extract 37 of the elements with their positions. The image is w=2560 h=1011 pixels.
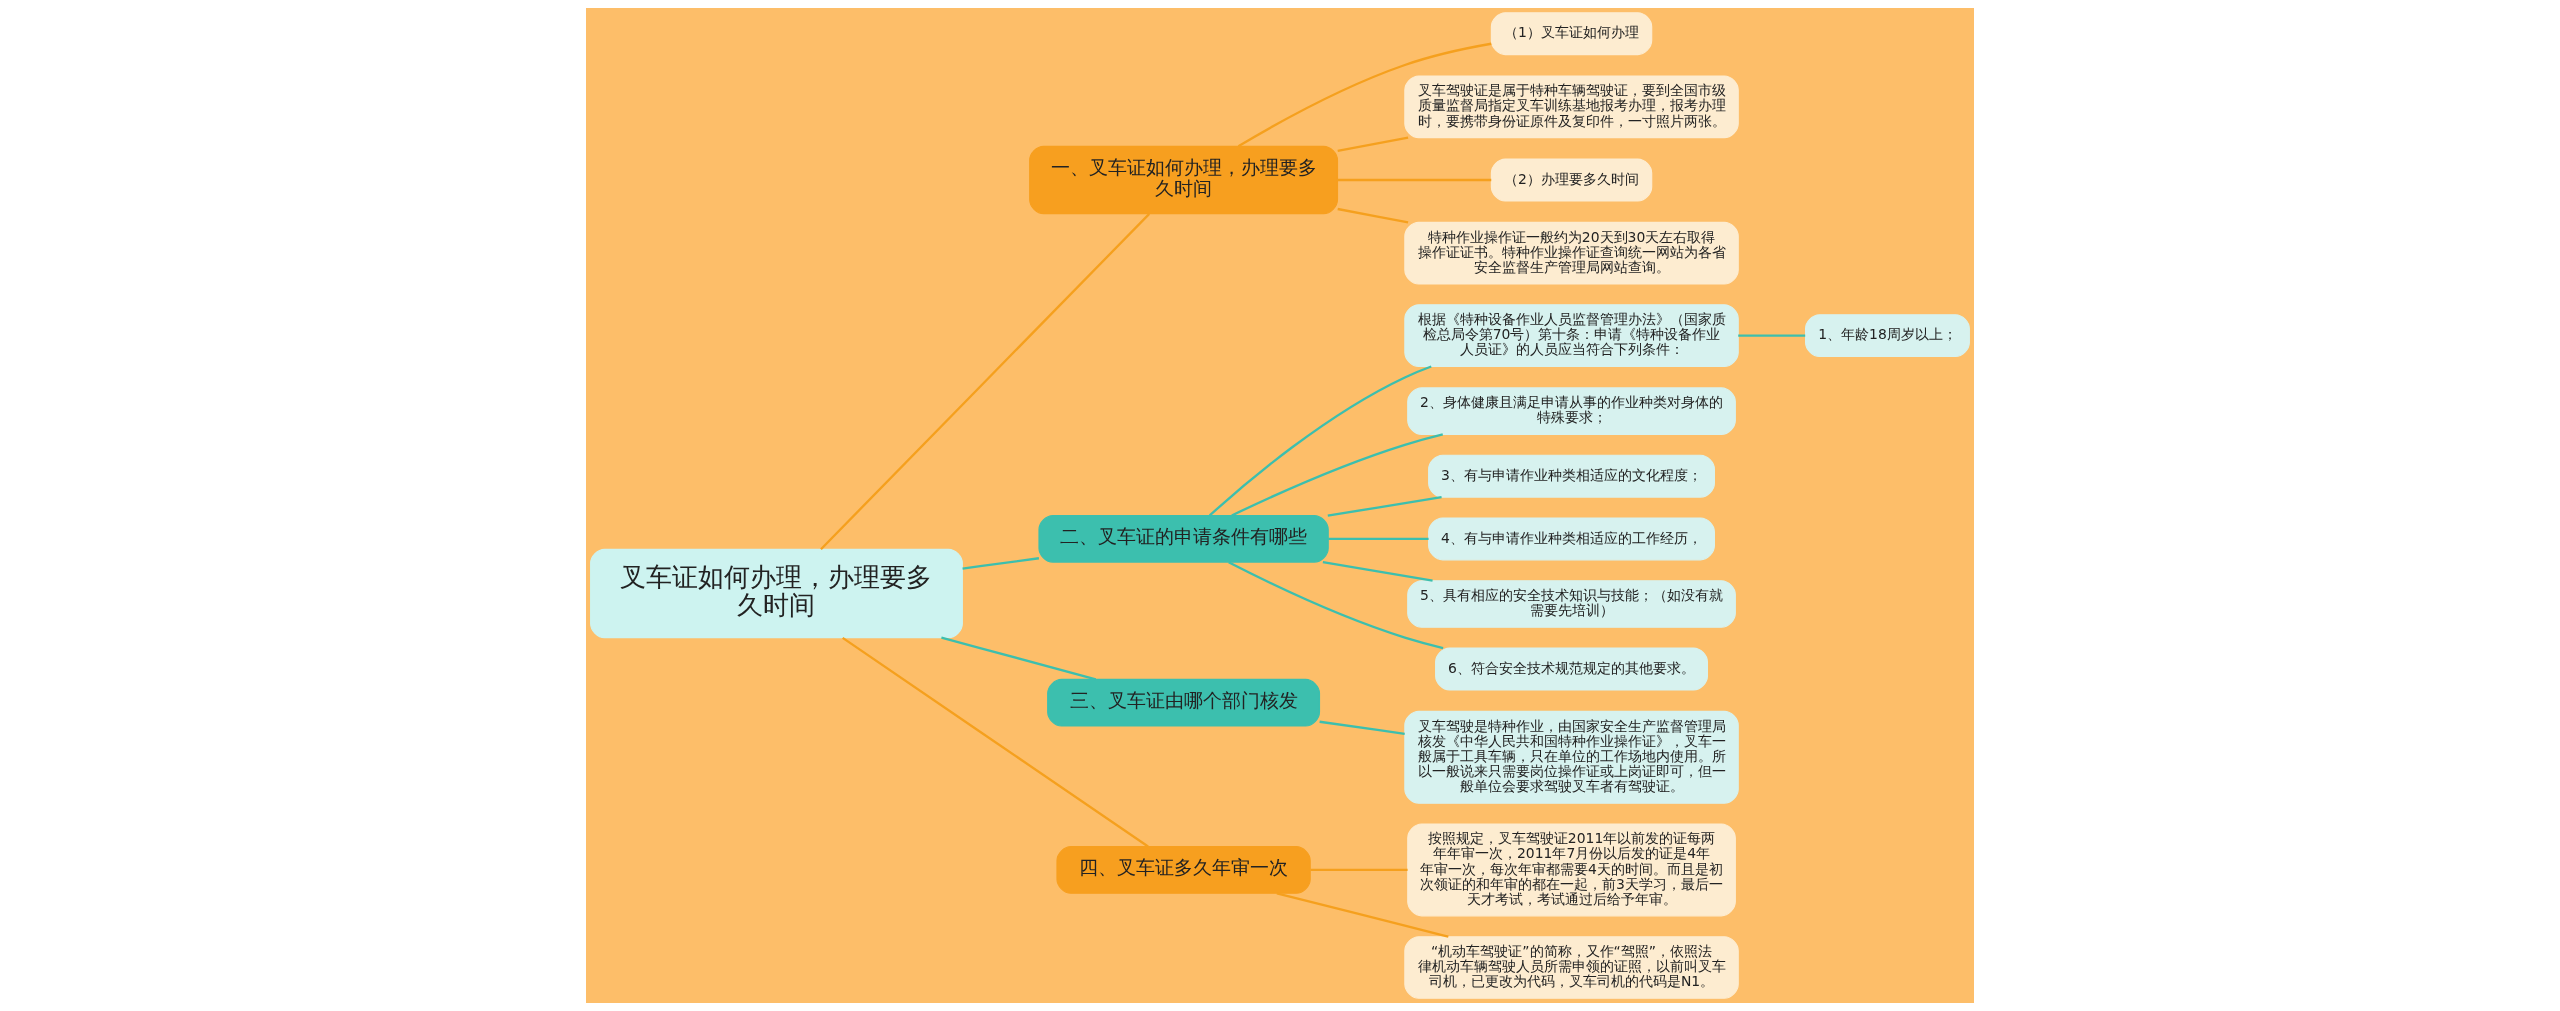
connector (1319, 720, 1405, 735)
node-box: “机动车驾驶证”的简称，又作“驾照”，依照法律机动车辆驾驶人员所需申领的证照，以前叫叉车司机，已更改为代码，叉车司机的代码是N1。 (1404, 936, 1739, 999)
connector (1310, 868, 1408, 872)
node-box: 4、有与申请作业种类相适应的工作经历， (1428, 517, 1715, 561)
node-box: 按照规定，叉车驾驶证2011年以前发的证每两年年审一次，2011年7月份以后发的证是4年年审一次，每次年审都需要4天的时间。而且是初次领证的和年审的都在一起，前3天学习，最后一天才考试，考试通过后给予年审。 (1407, 823, 1736, 917)
node-box: （2）办理要多久时间 (1490, 158, 1653, 202)
node-box: 二、叉车证的申请条件有哪些 (1038, 515, 1329, 563)
connector (1337, 178, 1492, 182)
connector (962, 557, 1040, 570)
node-box: 6、符合安全技术规范规定的其他要求。 (1435, 647, 1708, 691)
node-box: 三、叉车证由哪个部门核发 (1047, 678, 1321, 727)
connector (1276, 892, 1449, 938)
node-box: 特种作业操作证一般约为20天到30天左右取得操作证证书。特种作业操作证查询统一网站为各省安全监督生产管理局网站查询。 (1404, 221, 1739, 285)
connector (1327, 496, 1442, 517)
connector (1328, 537, 1429, 541)
connector (1208, 365, 1432, 517)
connector (1322, 561, 1433, 582)
connector (941, 636, 1097, 681)
node-box: （1）叉车证如何办理 (1490, 12, 1653, 56)
node-box: 3、有与申请作业种类相适应的文化程度； (1428, 454, 1715, 498)
node-box: 1、年龄18周岁以上； (1805, 314, 1970, 358)
connector (820, 213, 1151, 551)
connector (1237, 42, 1492, 148)
node-box: 叉车驾驶证是属于特种车辆驾驶证，要到全国市级质量监督局指定叉车训练基地报考办理，报考办理时，要携带身份证原件及复印件，一寸照片两张。 (1404, 75, 1739, 139)
node-box: 一、叉车证如何办理，办理要多久时间 (1029, 145, 1339, 215)
connector (1231, 433, 1444, 517)
node-box: 叉车驾驶是特种作业，由国家安全生产监督管理局核发《中华人民共和国特种作业操作证》，叉车一般属于工具车辆，只在单位的工作场地内使用。所以一般说来只需要岗位操作证或上岗证即可，但一般单位会要求驾驶叉车者有驾驶证。 (1404, 710, 1739, 804)
node-box: 叉车证如何办理，办理要多久时间 (590, 548, 963, 639)
node-box: 根据《特种设备作业人员监督管理办法》（国家质检总局令第70号）第十条：申请《特种设备作业人员证》的人员应当符合下列条件： (1404, 304, 1739, 367)
connector (842, 636, 1149, 848)
connector (1228, 561, 1444, 650)
node-box: 四、叉车证多久年审一次 (1056, 846, 1311, 894)
node-box: 5、具有相应的安全技术知识与技能；（如没有就需要先培训） (1407, 580, 1736, 628)
connector (1738, 334, 1806, 337)
node-box: 2、身体健康且满足申请从事的作业种类对身体的特殊要求； (1407, 387, 1736, 435)
connector (1337, 207, 1409, 224)
connector (1337, 136, 1409, 153)
